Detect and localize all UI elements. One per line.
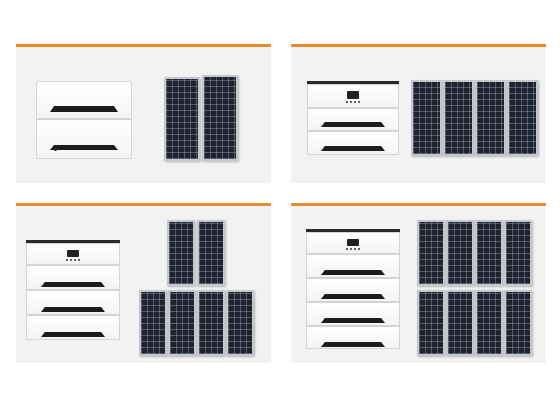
- battery-module: [36, 81, 132, 119]
- battery-module: [26, 243, 120, 265]
- config-card-3: [16, 203, 271, 363]
- solar-panel: [202, 75, 238, 161]
- battery-stack: [36, 81, 132, 159]
- solar-panel: [475, 80, 506, 156]
- solar-panel: [443, 80, 474, 156]
- config-card-2: [291, 44, 546, 183]
- battery-stack: [26, 240, 120, 340]
- solar-panel: [504, 290, 532, 356]
- battery-module: [306, 302, 400, 326]
- solar-panel: [226, 290, 254, 356]
- battery-module: [307, 108, 399, 131]
- solar-panel: [197, 290, 225, 356]
- config-card-4: [291, 203, 546, 363]
- solar-panel: [168, 290, 196, 356]
- solar-panel: [446, 220, 474, 286]
- solar-panel: [417, 290, 445, 356]
- battery-module: [307, 131, 399, 155]
- solar-panel: [139, 290, 167, 356]
- solar-panel: [446, 290, 474, 356]
- config-card-1: [16, 44, 271, 183]
- solar-panel: [164, 77, 200, 161]
- solar-panel: [411, 80, 442, 156]
- battery-module: [306, 326, 400, 349]
- battery-module: [26, 315, 120, 340]
- battery-module: [307, 84, 399, 108]
- battery-module: [306, 278, 400, 302]
- solar-panel: [507, 80, 538, 156]
- solar-panel: [167, 220, 195, 286]
- battery-module: [36, 119, 132, 159]
- solar-panel: [197, 220, 225, 286]
- battery-module: [306, 232, 400, 254]
- solar-panel: [475, 290, 503, 356]
- battery-module: [26, 290, 120, 315]
- battery-module: [306, 254, 400, 278]
- solar-panel: [504, 220, 532, 286]
- battery-stack: [307, 81, 399, 155]
- battery-module: [26, 265, 120, 290]
- solar-panel: [475, 220, 503, 286]
- battery-stack: [306, 229, 400, 349]
- solar-panel: [417, 220, 445, 286]
